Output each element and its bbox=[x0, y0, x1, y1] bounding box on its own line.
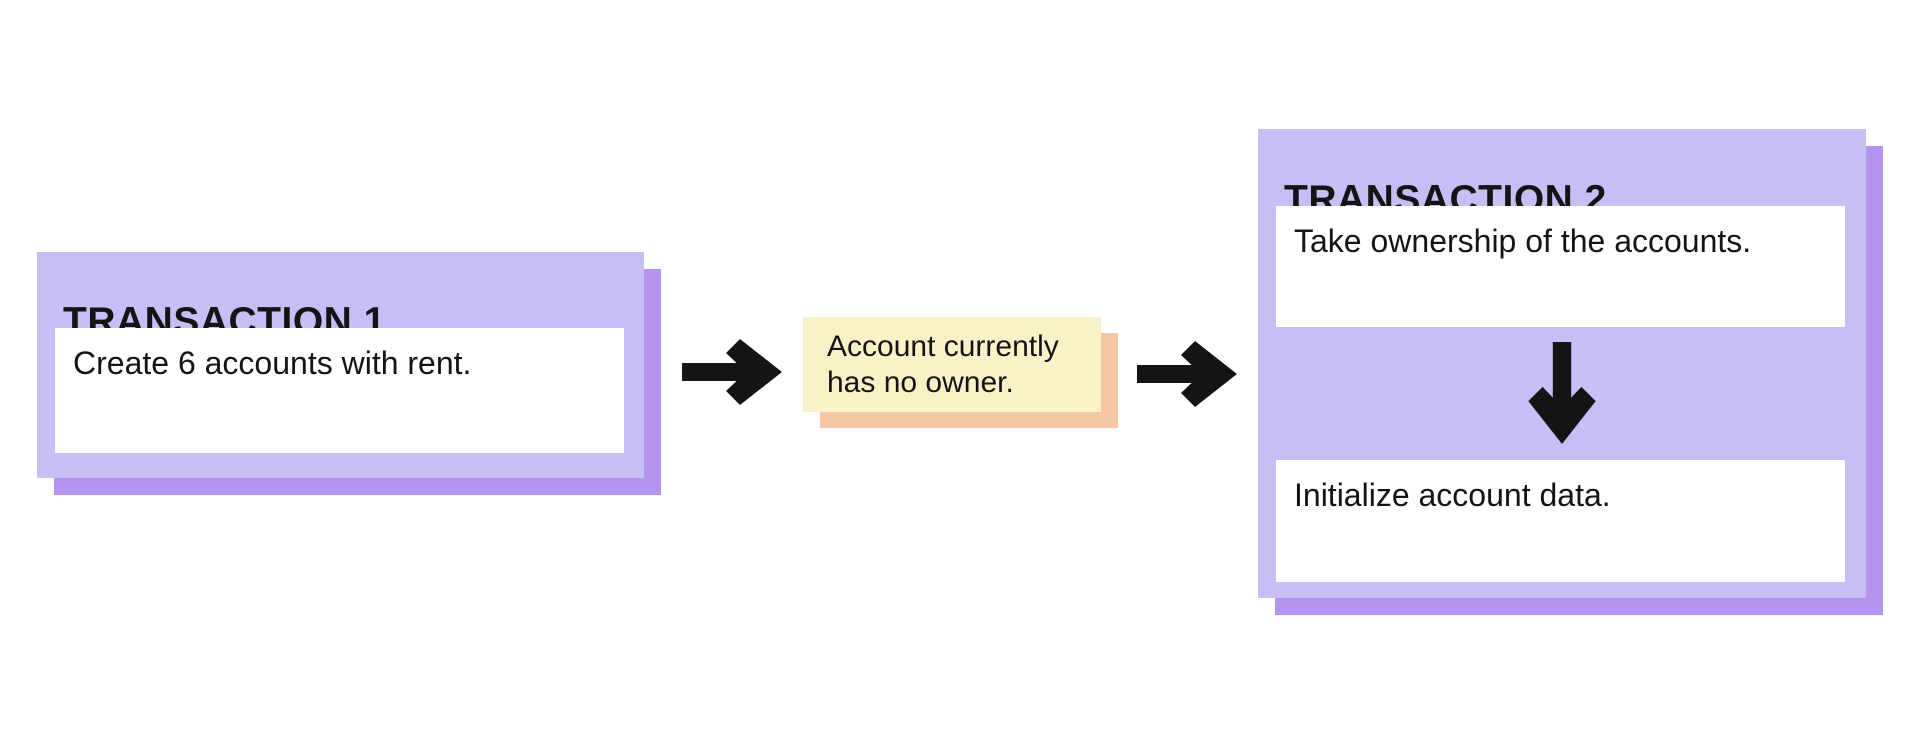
transaction2-card: TRANSACTION 2 Take ownership of the acco… bbox=[1258, 129, 1866, 598]
arrow-right-icon bbox=[682, 339, 782, 405]
arrow-right-icon bbox=[1137, 341, 1237, 407]
transaction2-step-1-text: Take ownership of the accounts. bbox=[1294, 223, 1752, 259]
arrow-down-icon bbox=[1528, 342, 1596, 444]
note-line-2: has no owner. bbox=[827, 365, 1014, 399]
transaction1-step-text: Create 6 accounts with rent. bbox=[73, 345, 472, 381]
transaction2-step-2-text: Initialize account data. bbox=[1294, 477, 1611, 513]
transaction1-step: Create 6 accounts with rent. bbox=[55, 328, 624, 453]
transaction2-step-2: Initialize account data. bbox=[1276, 460, 1845, 582]
no-owner-note: Account currently has no owner. bbox=[803, 317, 1101, 412]
transaction2-step-1: Take ownership of the accounts. bbox=[1276, 206, 1845, 327]
note-line-1: Account currently bbox=[827, 329, 1059, 363]
transaction1-card: TRANSACTION 1 Create 6 accounts with ren… bbox=[37, 252, 644, 478]
